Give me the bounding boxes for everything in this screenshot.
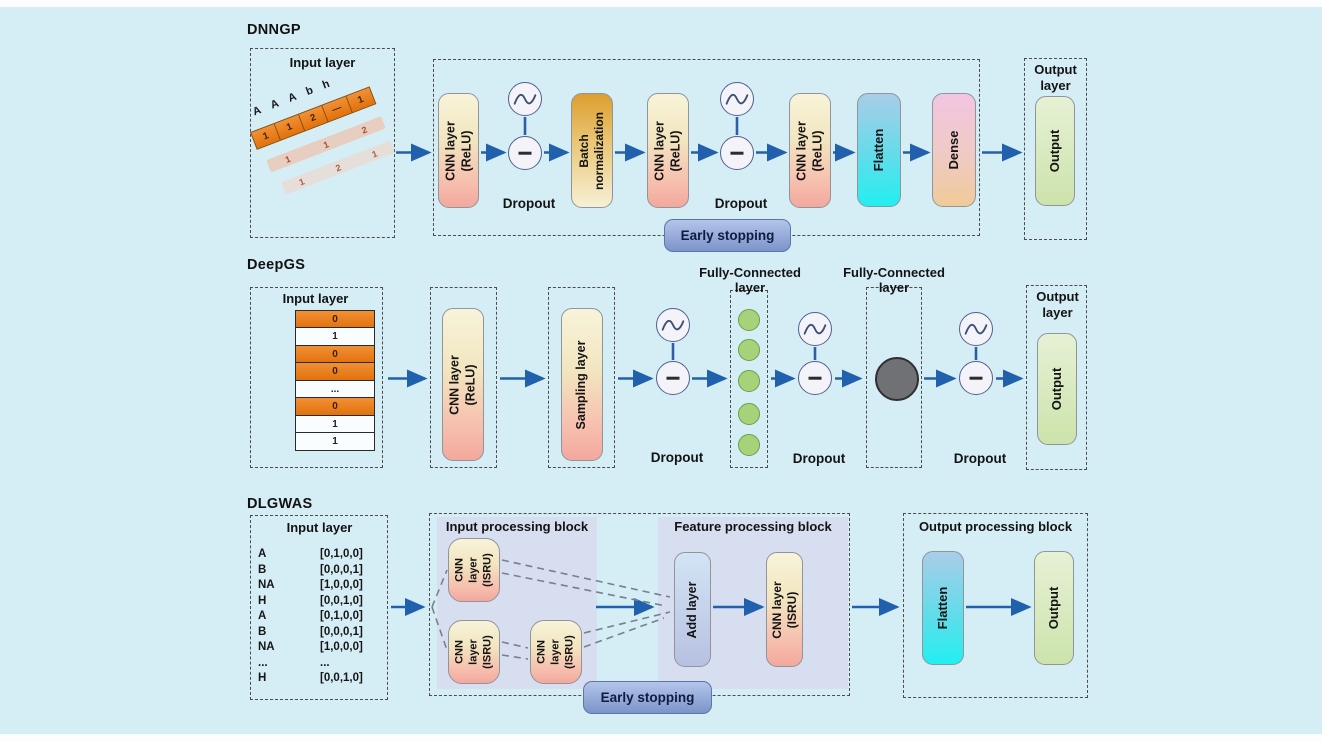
dlgwas-input-layer-box (250, 515, 388, 700)
dropout-label: Dropout (714, 196, 768, 211)
top-border-strip (0, 0, 1322, 7)
neuron-node (738, 370, 760, 392)
activation-node-icon (720, 82, 754, 116)
dropout-label: Dropout (953, 451, 1007, 466)
dnngp-title: DNNGP (247, 22, 301, 38)
genotype-cell: 1 (295, 327, 375, 346)
deepgs-output-pill: Output (1037, 333, 1077, 445)
dnngp-output-layer-label: Output layer (1034, 62, 1077, 93)
dlgwas-cnn-top: CNN layer (ISRU) (448, 538, 500, 602)
deepgs-fc-box-1 (730, 290, 768, 468)
fc-layer-label: Fully-Connected layer (699, 265, 801, 295)
dlgwas-cnn-bottom-mid: CNN layer (ISRU) (530, 620, 582, 684)
dropout-label: Dropout (502, 196, 556, 211)
deepgs-input-layer-box (250, 287, 383, 468)
deepgs-cnn-box (430, 287, 497, 468)
fc-layer-label: Fully-Connected layer (843, 265, 945, 295)
dnngp-flatten: Flatten (857, 93, 901, 207)
neuron-node (738, 339, 760, 361)
dropout-node-icon (508, 136, 542, 170)
dnngp-input-layer-box (250, 48, 395, 238)
dnngp-dense: Dense (932, 93, 976, 207)
dropout-node-icon (720, 136, 754, 170)
dnngp-output-layer-box (1024, 58, 1087, 240)
deepgs-title: DeepGS (247, 257, 306, 273)
deepgs-input-layer-label: Input layer (282, 291, 349, 306)
genotype-cell: 0 (295, 362, 375, 381)
dnngp-early-stopping-badge: Early stopping (664, 219, 791, 252)
deepgs-genotype-stack: 0 1 0 0 ... 0 1 1 (295, 309, 375, 451)
genotype-cell: 1 (295, 432, 375, 451)
dlgwas-title: DLGWAS (247, 496, 313, 512)
dlgwas-add-layer: Add layer (674, 552, 711, 667)
activation-node-icon (798, 312, 832, 346)
deepgs-output-layer-label: Output layer (1036, 289, 1079, 320)
sine-curve-icon (964, 323, 988, 335)
dlgwas-cnn-feature: CNN layer (ISRU) (766, 552, 803, 667)
sine-curve-icon (803, 323, 827, 335)
genotype-cell: 1 (295, 414, 375, 434)
dlgwas-cnn-bottom-left: CNN layer (ISRU) (448, 620, 500, 684)
deepgs-sampling-layer: Sampling layer (561, 308, 603, 461)
deepgs-output-layer-box (1026, 285, 1087, 470)
neuron-node-large (875, 357, 919, 401)
deepgs-cnn-layer: CNN layer (ReLU) (442, 308, 484, 461)
bottom-border-strip (0, 734, 1322, 742)
dnngp-cnn-layer-3: CNN layer (ReLU) (789, 93, 831, 208)
dropout-label: Dropout (650, 450, 704, 465)
genotype-cell: 0 (295, 397, 375, 416)
dlgwas-early-stopping-badge: Early stopping (583, 681, 712, 714)
output-processing-block-label: Output processing block (918, 519, 1073, 534)
dnngp-input-layer-label: Input layer (289, 55, 356, 70)
dlgwas-output-block-box (903, 513, 1088, 698)
dropout-label: Dropout (792, 451, 846, 466)
dlgwas-flatten: Flatten (922, 551, 964, 665)
dropout-node-icon (959, 361, 993, 395)
sine-curve-icon (725, 93, 749, 105)
genotype-cell: ... (295, 379, 375, 399)
feature-processing-block-label: Feature processing block (674, 519, 832, 534)
dropout-node-icon (798, 361, 832, 395)
neuron-node (738, 403, 760, 425)
sine-curve-icon (661, 319, 685, 331)
genotype-cell: 0 (295, 309, 375, 329)
neuron-node (738, 309, 760, 331)
activation-node-icon (959, 312, 993, 346)
genotype-cell: 0 (295, 344, 375, 364)
dlgwas-output-pill: Output (1034, 551, 1074, 665)
dnngp-cnn-layer-2: CNN layer (ReLU) (647, 93, 689, 208)
dlgwas-input-layer-label: Input layer (286, 520, 353, 535)
dnngp-output-pill: Output (1035, 96, 1075, 206)
deepgs-fc-box-2 (866, 287, 922, 468)
dropout-node-icon (656, 361, 690, 395)
neuron-node (738, 434, 760, 456)
input-processing-block-label: Input processing block (445, 519, 589, 534)
dnngp-batch-normalization: Batch normalization (571, 93, 613, 208)
activation-node-icon (656, 308, 690, 342)
deepgs-sampling-box (548, 287, 615, 468)
sine-curve-icon (513, 93, 537, 105)
dnngp-cnn-layer-1: CNN layer (ReLU) (438, 93, 479, 208)
activation-node-icon (508, 82, 542, 116)
